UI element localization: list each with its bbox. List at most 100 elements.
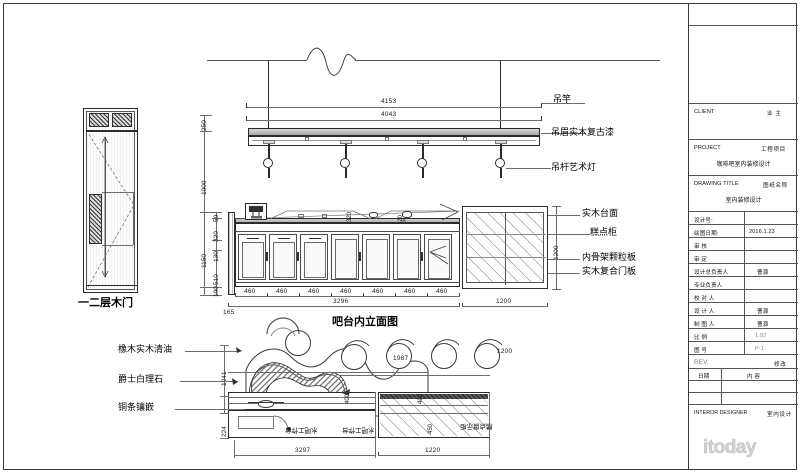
tb-date-value: 2016.1.23	[749, 229, 775, 235]
counter-item	[402, 211, 412, 218]
ceiling-break-symbol	[306, 47, 357, 76]
callout-countertop: 实木台面	[582, 208, 619, 218]
tb-date-cell	[689, 225, 798, 238]
cabinet-handle	[359, 252, 361, 261]
plan-guide-line-2	[340, 375, 490, 376]
tb-design-no-label: 设计号:	[694, 218, 713, 224]
callout-particle-board: 内骨架颗粒板	[582, 252, 637, 262]
hanger-rod-left	[268, 60, 269, 130]
tb-row	[689, 342, 798, 355]
plan-dim-400-b: 400	[418, 393, 424, 404]
dim-line-460-chain	[235, 296, 460, 297]
tb-client-label-cn: 业 主	[767, 111, 782, 117]
dim-tick	[246, 116, 247, 121]
plan-sink-rim	[248, 402, 284, 404]
leader-soffit	[541, 133, 585, 134]
plan-inner-arrow	[342, 389, 350, 396]
dim-line-4153	[246, 107, 542, 108]
tb-rev-label-cn: 修改	[774, 362, 787, 368]
dim-cell-460-5: 460	[372, 288, 384, 295]
cabinet-top-rail	[235, 231, 460, 232]
wall-section-left	[228, 212, 235, 295]
dim-chain-outer	[204, 115, 205, 295]
callout-hanger-rod: 吊竿	[553, 94, 572, 104]
tb-rev-label: REV.	[694, 359, 709, 366]
leader-pastry-cabinet	[548, 234, 590, 235]
soffit-band	[248, 136, 540, 146]
dim-tick-h	[200, 115, 212, 116]
tb-row	[689, 290, 798, 303]
cabinet-door-3[interactable]	[300, 234, 328, 280]
dim-value-1150: 1150	[201, 254, 208, 268]
cabinet-door-7[interactable]	[424, 234, 452, 280]
leader-pendant	[506, 168, 551, 169]
leader-particle-board	[548, 259, 580, 260]
tb-row-label-4: 校 对 人	[694, 296, 715, 302]
dim-cell-460-2: 460	[276, 288, 288, 295]
bar-stool-5	[474, 343, 500, 369]
elevation-arc-symbol	[266, 317, 300, 337]
tb-drawing-title-cell	[689, 176, 798, 212]
tb-row	[689, 329, 798, 342]
tb-client-label: CLIENT	[694, 109, 715, 115]
cabinet-toe-rail	[235, 282, 460, 283]
dim-value-3296: 3296	[333, 298, 349, 305]
plan-dim-line-3297	[234, 455, 376, 456]
plan-dim-vert	[224, 345, 225, 413]
cabinet-door-4[interactable]	[331, 234, 359, 280]
tb-rev-col-date: 日期	[698, 374, 710, 380]
plan-dim-1987: 1987	[393, 355, 409, 362]
cabinet-door-5[interactable]	[362, 234, 390, 280]
tb-project-label-cn: 工程项目	[761, 147, 786, 153]
ceiling-soffit-beam	[248, 128, 540, 136]
dim-line-total-3296	[228, 306, 460, 307]
ceiling-spot	[385, 137, 389, 141]
tb-row	[689, 264, 798, 277]
tb-row	[689, 277, 798, 290]
plan-callout-oak-oil: 橡木实木清油	[118, 344, 173, 354]
dim-value-4043: 4043	[381, 111, 397, 118]
ceiling-spot	[305, 137, 309, 141]
tb-drawing-title-label-cn: 图纸名称	[763, 183, 788, 189]
counter-item	[369, 212, 378, 218]
door-carved-panel-side	[89, 194, 102, 244]
tb-row-label-6: 制 图 人	[694, 322, 715, 328]
leader-brass-inlay	[175, 409, 245, 410]
dim-cell-460-6: 460	[404, 288, 416, 295]
dim-value-130: 130	[213, 251, 220, 262]
tb-row-label-0: 审 核	[694, 244, 708, 250]
dim-line-1200	[462, 306, 548, 307]
dim-tick-h	[212, 250, 222, 251]
tb-row	[689, 238, 798, 251]
tb-project-label: PROJECT	[694, 145, 721, 151]
plan-callout-marble: 爵士白理石	[118, 374, 164, 384]
elevation-title: 吧台内立面图	[332, 316, 398, 328]
dim-cell-460-4: 460	[340, 288, 352, 295]
itoday-logo: itoday	[703, 437, 757, 459]
cabinet-handle	[297, 252, 299, 261]
dim-value-100: 100	[213, 286, 220, 297]
tb-row	[689, 251, 798, 264]
plan-equipment	[238, 416, 274, 429]
tb-date-label: 绘图日期:	[694, 231, 719, 237]
work-counter-plan	[228, 410, 376, 438]
cabinet-door-6[interactable]	[393, 234, 421, 280]
dim-tick	[541, 103, 542, 108]
dim-tick-h	[552, 289, 561, 290]
dim-value-1000: 1000	[201, 180, 208, 195]
door-panel-edge-top	[102, 192, 133, 193]
dim-value-50: 50	[213, 214, 220, 222]
cabinet-door-2[interactable]	[269, 234, 297, 280]
dim-cell-460-1: 460	[244, 288, 256, 295]
plan-dim-1220: 1220	[425, 447, 441, 454]
cabinet-door-1[interactable]	[238, 234, 266, 280]
bar-stool-1	[285, 330, 311, 356]
dim-tick-h	[552, 206, 561, 207]
ceiling-line-left	[207, 60, 307, 61]
dim-tick-h	[200, 287, 222, 288]
dim-value-250: 250	[201, 120, 208, 131]
door-swing-arcs	[87, 132, 135, 288]
door-rail-top	[86, 130, 137, 132]
dim-value-cabinet-1200: 1200	[553, 245, 560, 260]
